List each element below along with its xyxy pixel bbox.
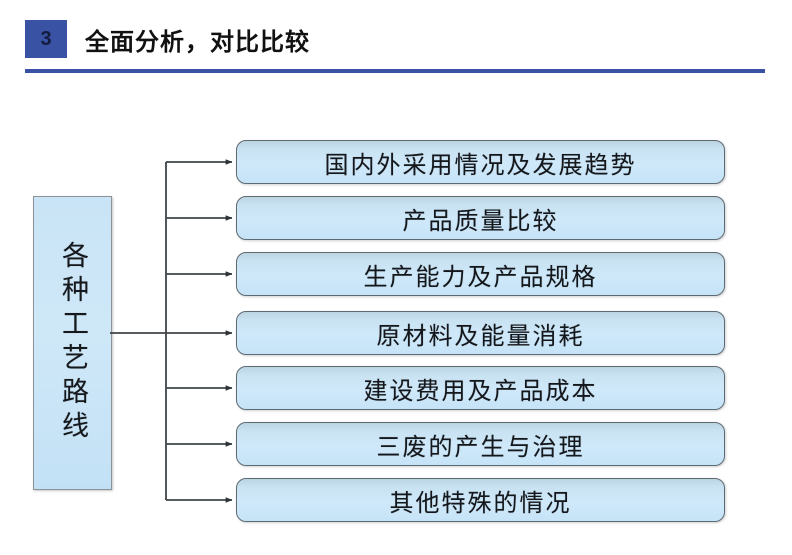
section-number-badge: 3 (25, 20, 67, 58)
leaf-node-6[interactable]: 三废的产生与治理 (236, 422, 725, 466)
header-divider (25, 69, 765, 73)
root-node-各种工艺路线[interactable]: 各种工艺路线 (33, 196, 112, 490)
leaf-node-label: 生产能力及产品规格 (363, 262, 598, 291)
leaf-node-5[interactable]: 建设费用及产品成本 (236, 366, 725, 410)
page-title: 全面分析，对比比较 (85, 28, 310, 56)
leaf-node-3[interactable]: 生产能力及产品规格 (236, 252, 725, 296)
leaf-node-label: 其他特殊的情况 (389, 488, 572, 517)
leaf-node-label: 原材料及能量消耗 (376, 321, 585, 350)
leaf-node-1[interactable]: 国内外采用情况及发展趋势 (236, 140, 725, 184)
leaf-node-7[interactable]: 其他特殊的情况 (236, 478, 725, 522)
leaf-node-2[interactable]: 产品质量比较 (236, 196, 725, 240)
leaf-node-label: 产品质量比较 (402, 206, 559, 235)
root-node-label: 各种工艺路线 (57, 241, 88, 445)
leaf-node-label: 三废的产生与治理 (376, 432, 585, 461)
leaf-node-label: 建设费用及产品成本 (363, 376, 598, 405)
leaf-node-label: 国内外采用情况及发展趋势 (324, 150, 637, 179)
leaf-node-4[interactable]: 原材料及能量消耗 (236, 311, 725, 355)
